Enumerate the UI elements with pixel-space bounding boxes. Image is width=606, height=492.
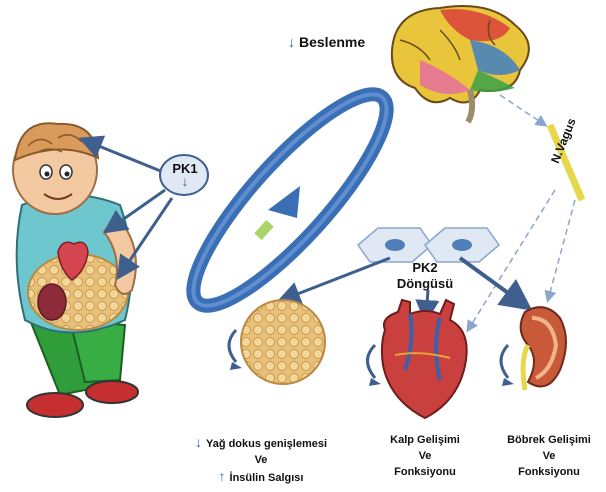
heart-illustration: [368, 300, 467, 418]
yag-line1: Yağ dokus genişlemesi: [206, 438, 327, 450]
kalp-line2: Ve: [375, 448, 475, 464]
adipose-tissue-illustration: [229, 300, 325, 384]
beslenme-label: ↓Beslenme: [288, 34, 365, 50]
obese-person-illustration: [13, 123, 138, 417]
brain-illustration: [392, 6, 529, 122]
pk2-cycle-label: PK2 Döngüsü: [382, 260, 468, 292]
beslenme-text: Beslenme: [299, 34, 365, 50]
kalp-line1: Kalp Gelişimi: [375, 432, 475, 448]
pk1-label: PK1 ↓: [171, 162, 199, 188]
yag-caption: ↓ Yağ dokus genişlemesi Ve ↑ İnsülin Salgı…: [176, 434, 346, 486]
pk2-cycle-line2: Döngüsü: [382, 276, 468, 292]
down-arrow-icon: ↓: [195, 434, 202, 450]
bobrek-line1: Böbrek Gelişimi: [496, 432, 602, 448]
pk1-down-arrow-icon: ↓: [171, 175, 199, 188]
vagus-to-kidney-arrow: [548, 200, 575, 300]
down-arrow-icon: ↓: [288, 34, 295, 50]
ring-highlight: [254, 220, 273, 240]
bobrek-caption: Böbrek Gelişimi Ve Fonksiyonu: [496, 432, 602, 480]
bobrek-line3: Fonksiyonu: [496, 464, 602, 480]
pk2-cycle-line1: PK2: [382, 260, 468, 276]
pk2-cells: [358, 228, 499, 262]
cycle-to-kidney-arrow: [460, 258, 526, 306]
yag-line2: Ve: [176, 452, 346, 468]
up-arrow-icon: ↑: [219, 468, 226, 484]
kalp-line3: Fonksiyonu: [375, 464, 475, 480]
cycle-to-fat-arrow: [282, 258, 390, 300]
kalp-caption: Kalp Gelişimi Ve Fonksiyonu: [375, 432, 475, 480]
kidney-illustration: [501, 307, 566, 390]
bobrek-line2: Ve: [496, 448, 602, 464]
yag-line3: İnsülin Salgısı: [230, 472, 304, 484]
brain-to-vagus-arrow: [500, 95, 545, 125]
